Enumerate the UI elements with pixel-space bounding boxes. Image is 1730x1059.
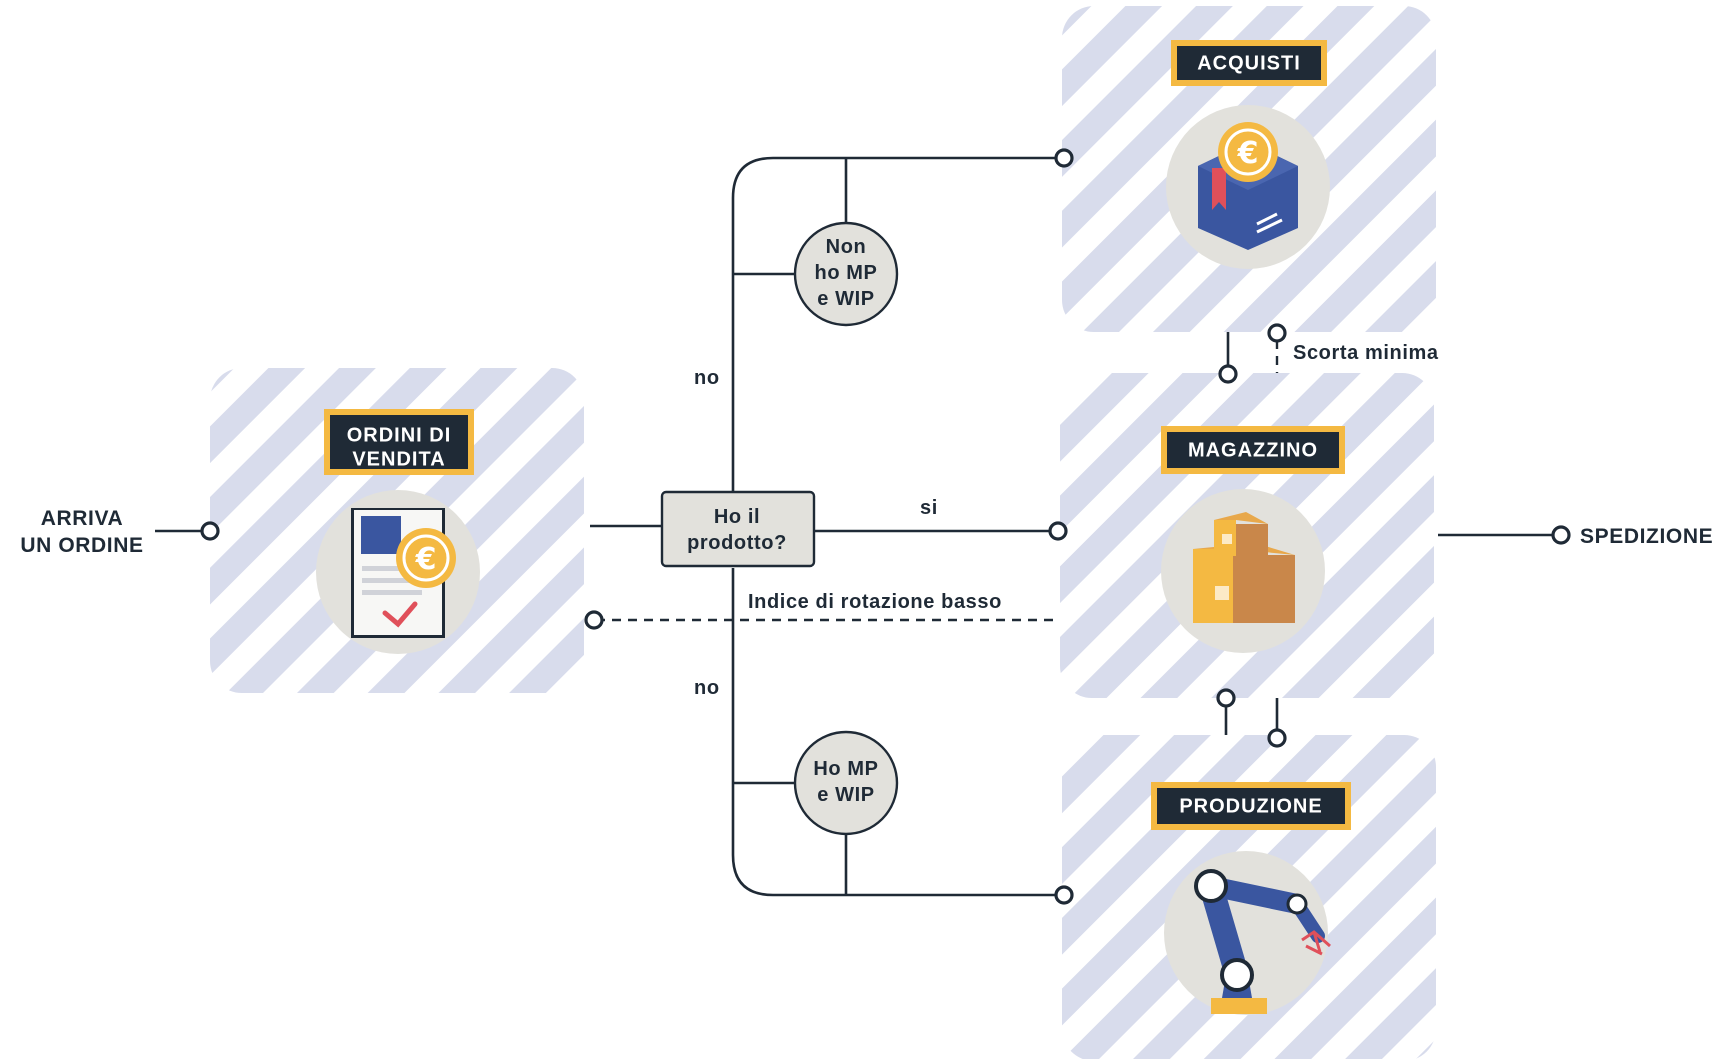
svg-text:€: € <box>415 542 437 577</box>
svg-text:€: € <box>1237 136 1259 171</box>
tag-produzione <box>1157 788 1345 824</box>
acquisti-scorta-port <box>1267 323 1287 343</box>
condition-non-ho-line3: e WIP <box>817 288 874 310</box>
tag-magazzino <box>1167 432 1339 468</box>
ordini-rotazione-port <box>584 610 604 630</box>
decision-node: Ho il prodotto? <box>660 490 816 568</box>
ordini-input-port <box>200 521 220 541</box>
edge-scorta: Scorta minima <box>1293 342 1439 364</box>
tag-magazzino-label: MAGAZZINO <box>1188 439 1318 461</box>
box-ordini-di-vendita: ORDINI DI VENDITA € <box>200 368 604 693</box>
magazzino-input-port <box>1048 521 1068 541</box>
decision-line1: Ho il <box>714 506 760 528</box>
condition-non-ho: Non ho MP e WIP <box>793 221 899 327</box>
edge-no-top: no <box>694 367 720 389</box>
tag-acquisti-label: ACQUISTI <box>1197 52 1301 74</box>
condition-non-ho-line2: ho MP <box>815 262 878 284</box>
robot-arm-icon <box>1164 851 1331 1015</box>
box-magazzino: MAGAZZINO <box>1048 364 1434 708</box>
spedizione-port <box>1551 525 1571 545</box>
no-top-path <box>731 156 1062 492</box>
acquisti-input-port <box>1054 148 1074 168</box>
condition-non-ho-circle <box>793 221 899 327</box>
connectors <box>155 156 1552 897</box>
produzione-top-port <box>1267 728 1287 748</box>
edge-si: si <box>920 497 938 519</box>
tag-ordini-line2: VENDITA <box>352 448 445 470</box>
tag-ordini <box>330 415 468 469</box>
tag-acquisti <box>1177 46 1321 80</box>
condition-non-ho-line1: Non <box>826 236 867 258</box>
box-produzione: PRODUZIONE <box>1054 728 1436 1059</box>
no-bottom-path <box>731 568 1062 897</box>
start-label-line2: UN ORDINE <box>20 534 143 557</box>
decision-line2: prodotto? <box>687 532 787 554</box>
magazzino-bottom-port <box>1216 688 1236 708</box>
condition-ho-line2: e WIP <box>817 784 874 806</box>
tag-produzione-label: PRODUZIONE <box>1179 795 1322 817</box>
edge-no-bottom: no <box>694 677 720 699</box>
decision-box <box>660 490 816 568</box>
condition-ho: Ho MP e WIP <box>793 730 899 836</box>
box-euro-icon: € <box>1166 105 1330 269</box>
end-label: SPEDIZIONE <box>1580 525 1713 548</box>
magazzino-top-port <box>1218 364 1238 384</box>
start-label: ARRIVA UN ORDINE <box>20 507 143 557</box>
condition-ho-circle <box>793 730 899 836</box>
box-acquisti: ACQUISTI € <box>1054 6 1436 343</box>
boxes-icon <box>1161 489 1325 653</box>
condition-ho-line1: Ho MP <box>813 758 878 780</box>
invoice-euro-icon: € <box>316 490 480 654</box>
edge-rotazione: Indice di rotazione basso <box>748 591 1002 613</box>
start-label-line1: ARRIVA <box>41 507 124 530</box>
produzione-input-port <box>1054 885 1074 905</box>
tag-ordini-line1: ORDINI DI <box>347 424 452 446</box>
